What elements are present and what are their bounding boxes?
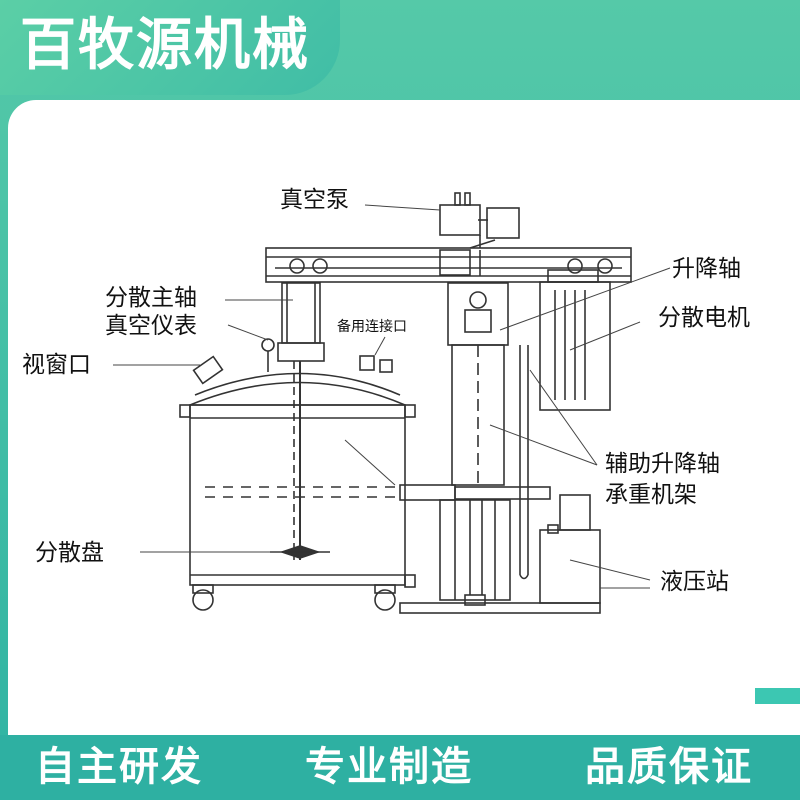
label-vacuum-gauge: 真空仪表 [105,313,197,339]
label-spare-port: 备用连接口 [337,319,407,335]
dispersion-motor [539,269,611,411]
label-lifting-shaft: 升降轴 [672,256,741,282]
tank [179,372,416,588]
vacuum-pump [439,192,520,249]
brand-header: 百牧源机械 [0,0,340,95]
footer-banner: 自主研发 专业制造 品质保证 [0,735,800,800]
label-dispersion-disc: 分散盘 [35,540,104,566]
footer-item-rnd: 自主研发 [35,744,203,790]
label-dispersion-main-shaft: 分散主轴 [105,285,197,311]
hydraulic-station [539,494,601,604]
top-beam [265,247,632,283]
equipment-diagram [113,192,671,614]
label-sight-window: 视窗口 [22,352,91,378]
label-load-frame: 承重机架 [605,482,697,508]
footer-item-manufacturing: 专业制造 [305,744,473,790]
label-dispersion-motor: 分散电机 [658,305,750,331]
label-aux-lifting-shaft: 辅助升降轴 [605,451,720,477]
accent-bar [755,688,800,704]
footer-item-quality: 品质保证 [585,744,753,790]
label-hydraulic-station: 液压站 [660,569,729,595]
tank-wheels [192,584,396,611]
lifting-column [447,282,509,486]
label-vacuum-pump: 真空泵 [280,187,349,213]
dispersion-shaft-housing [277,282,325,362]
brand-title: 百牧源机械 [20,13,310,78]
base-plate [399,602,601,614]
